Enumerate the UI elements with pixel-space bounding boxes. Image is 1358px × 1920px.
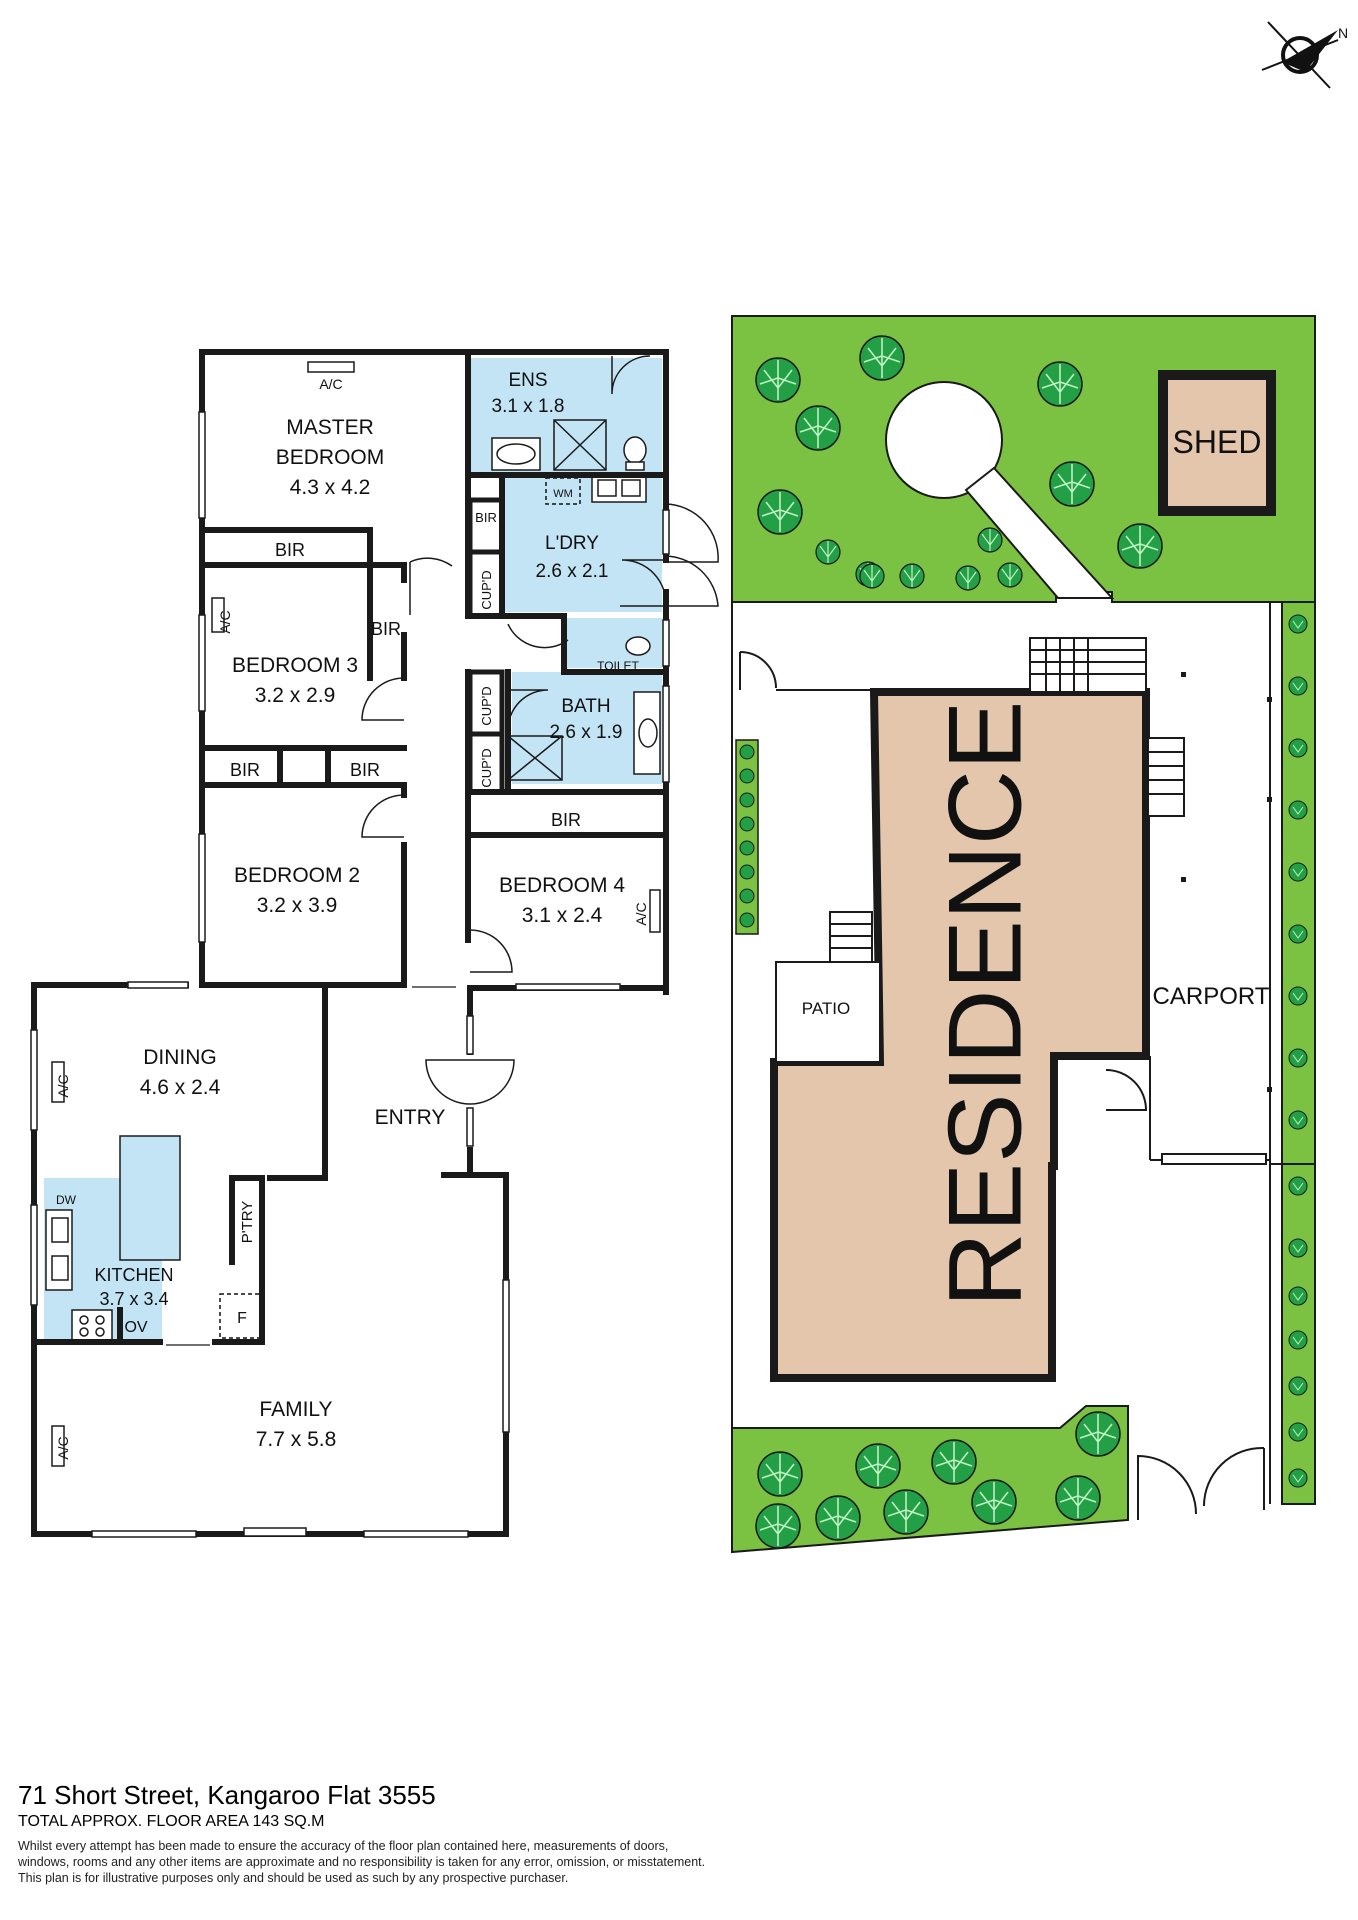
room-dims-family: 7.7 x 5.8 [256, 1428, 337, 1451]
ac-label-bedroom-4: A/C [633, 902, 649, 925]
room-dims-dining: 4.6 x 2.4 [140, 1076, 221, 1099]
bir-label-master: BIR [275, 540, 305, 560]
room-name-master: MASTER [286, 416, 374, 439]
wm-label: WM [553, 488, 573, 500]
bir-label-bedroom-2a: BIR [230, 760, 260, 780]
bathroom-fixtures [45, 419, 661, 1341]
room-dims-bedroom-2: 3.2 x 3.9 [257, 894, 338, 917]
ac-label-family: A/C [55, 1436, 71, 1459]
ac-label-dining: A/C [55, 1074, 71, 1097]
property-address: 71 Short Street, Kangaroo Flat 3555 [18, 1780, 436, 1810]
patio-label: PATIO [802, 999, 851, 1018]
door-swings [361, 355, 719, 1105]
residence-label: RESIDENCE [927, 701, 1043, 1308]
carport-label: CARPORT [1153, 983, 1270, 1010]
disclaimer-line-2: windows, rooms and any other items are a… [18, 1855, 706, 1869]
room-name-toilet: TOILET [597, 659, 639, 673]
bir-label-bedroom-4: BIR [551, 810, 581, 830]
bir-label-ens: BIR [475, 510, 497, 525]
room-name-bedroom-4: BEDROOM 4 [499, 874, 625, 897]
room-name-master-2: BEDROOM [276, 446, 385, 469]
cupd-label-bath-2: CUP'D [479, 748, 494, 787]
ac-label-master: A/C [319, 376, 342, 392]
room-name-kitchen: KITCHEN [94, 1265, 173, 1285]
dw-label: DW [56, 1193, 77, 1207]
cupd-label-ldry: CUP'D [479, 570, 494, 609]
room-dims-bedroom-3: 3.2 x 2.9 [255, 684, 336, 707]
room-name-bedroom-3: BEDROOM 3 [232, 654, 358, 677]
plan-footer: 71 Short Street, Kangaroo Flat 3555 TOTA… [18, 1780, 1318, 1886]
room-name-entry: ENTRY [375, 1106, 446, 1129]
room-dims-ens: 3.1 x 1.8 [492, 396, 565, 417]
bir-label-bedroom-2b: BIR [350, 760, 380, 780]
windows [30, 361, 670, 1538]
ac-label-bedroom-3: A/C [217, 610, 233, 633]
room-name-family: FAMILY [259, 1398, 332, 1421]
room-dims-bedroom-4: 3.1 x 2.4 [522, 904, 603, 927]
room-dims-kitchen: 3.7 x 3.4 [99, 1289, 168, 1309]
bir-label-bedroom-3: BIR [371, 619, 401, 639]
site-plan [731, 315, 1316, 1554]
ov-label: OV [124, 1319, 147, 1336]
room-dims-bath: 2.6 x 1.9 [550, 722, 623, 743]
floor-area: TOTAL APPROX. FLOOR AREA 143 SQ.M [18, 1813, 325, 1830]
north-compass-icon: N [1261, 21, 1348, 89]
room-name-ldry: L'DRY [545, 533, 599, 554]
room-name-ens: ENS [508, 370, 547, 391]
disclaimer-line-3: This plan is for illustrative purposes o… [18, 1871, 569, 1885]
disclaimer: Whilst every attempt has been made to en… [18, 1838, 1318, 1886]
room-dims-ldry: 2.6 x 2.1 [536, 561, 609, 582]
disclaimer-line-1: Whilst every attempt has been made to en… [18, 1839, 669, 1853]
shed-label: SHED [1173, 424, 1262, 460]
compass-north-label: N [1338, 25, 1348, 41]
cupd-label-bath-1: CUP'D [479, 686, 494, 725]
room-name-dining: DINING [143, 1046, 217, 1069]
room-name-bath: BATH [561, 696, 610, 717]
wet-areas [44, 358, 662, 1340]
fridge-label: F [237, 1310, 247, 1327]
room-dims-master: 4.3 x 4.2 [290, 476, 371, 499]
pantry-label: P'TRY [239, 1201, 256, 1244]
cupboard-walls [119, 497, 505, 1261]
room-name-bedroom-2: BEDROOM 2 [234, 864, 360, 887]
